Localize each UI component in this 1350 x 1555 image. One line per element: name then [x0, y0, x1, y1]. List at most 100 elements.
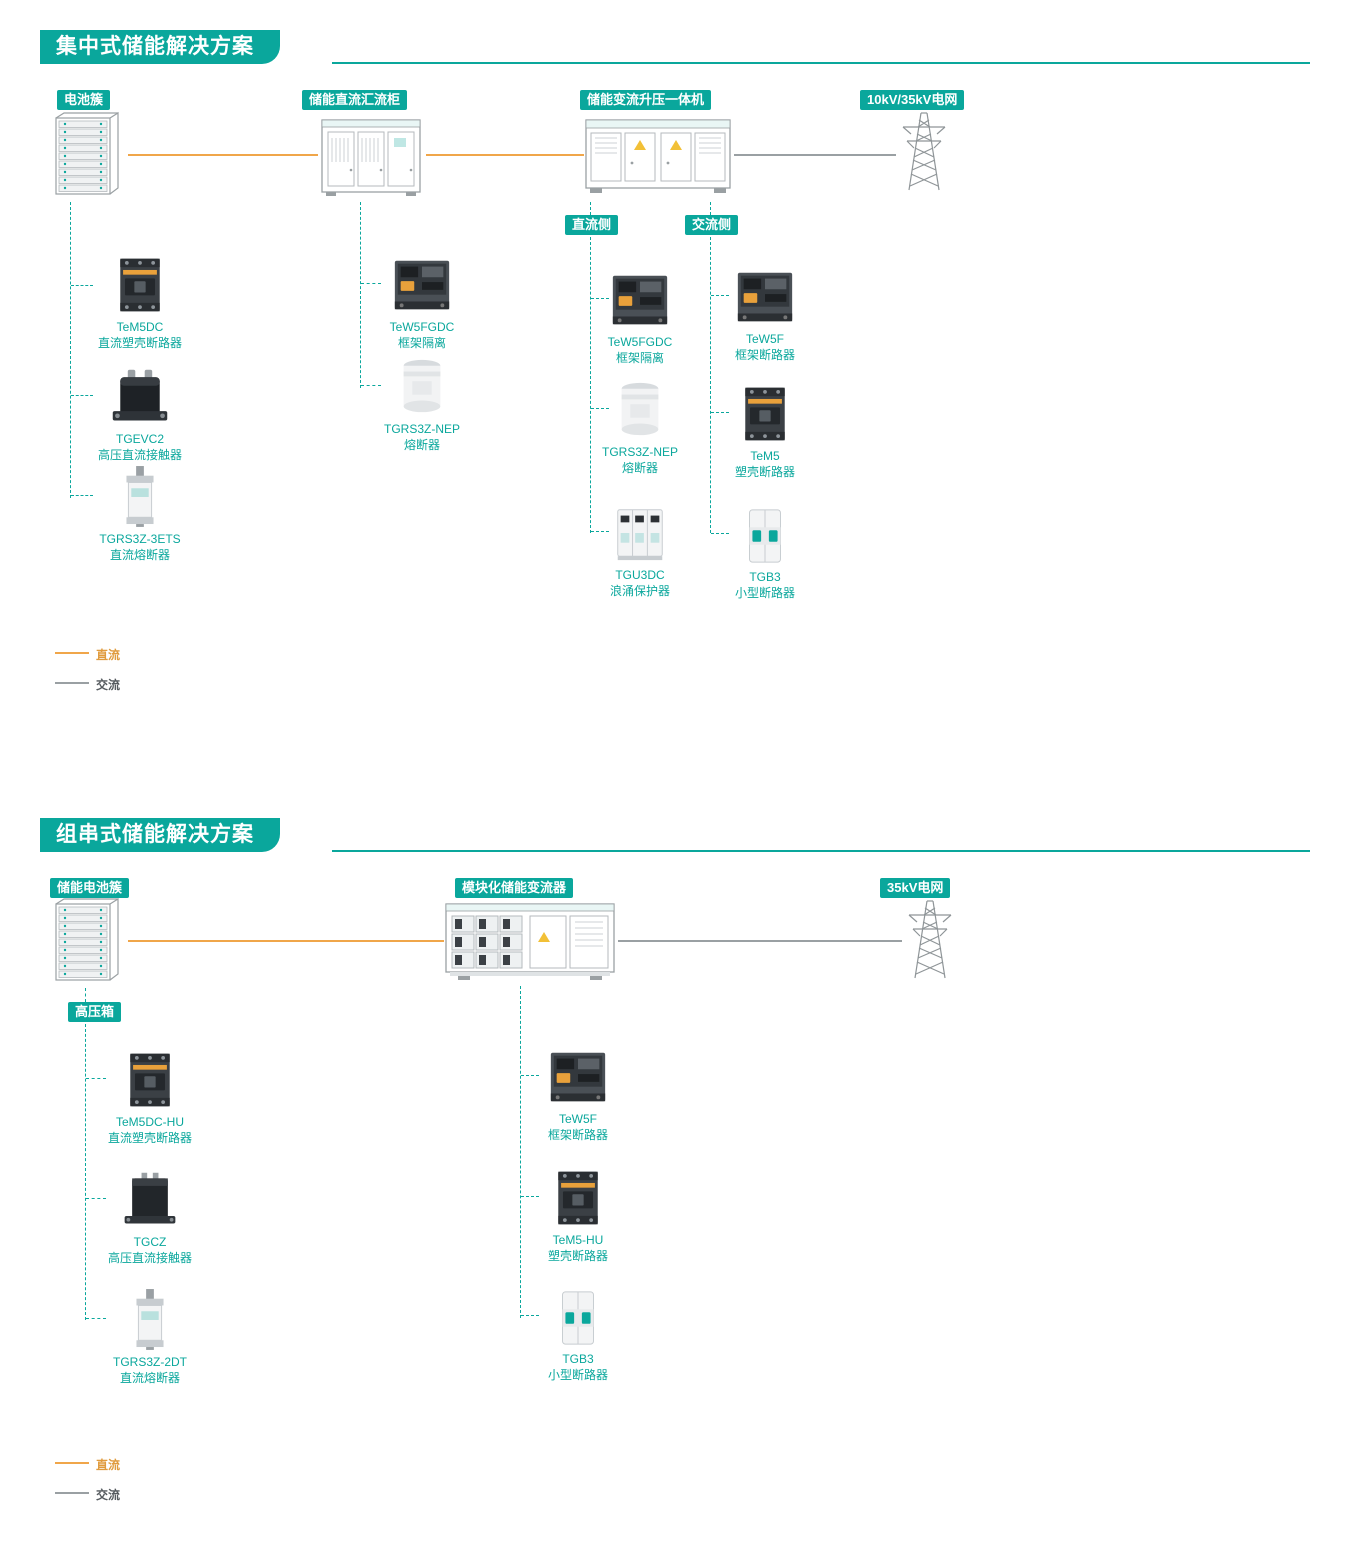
- product-desc: 高压直流接触器: [97, 447, 182, 462]
- product-desc: 小型断路器: [547, 1367, 608, 1382]
- legend-dc-label: 直流: [96, 648, 121, 662]
- dashed-connector: [711, 295, 729, 296]
- dashed-connector: [86, 1198, 106, 1199]
- dc-contactor-icon: [80, 362, 200, 428]
- dashed-connector: [86, 1078, 106, 1079]
- dc-connection-line: [128, 154, 318, 156]
- product-desc: 浪涌保护器: [609, 583, 670, 598]
- mcb-icon: [518, 1282, 638, 1348]
- dc-connection-line: [426, 154, 584, 156]
- product-name: TeM5-HU: [552, 1233, 604, 1247]
- section-title-banner-string: 组串式储能解决方案: [40, 818, 280, 852]
- acb-icon: [518, 1042, 638, 1108]
- product-tgcz: TGCZ 高压直流接触器: [90, 1165, 210, 1266]
- dashed-connector: [521, 1315, 539, 1316]
- dashed-connector: [591, 531, 609, 532]
- product-desc: 框架断路器: [547, 1127, 608, 1142]
- mcb-icon: [705, 500, 825, 566]
- mccb-icon: [90, 1045, 210, 1111]
- product-name: TGRS3Z-2DT: [112, 1355, 187, 1369]
- side-label-ac: 交流侧: [685, 215, 739, 235]
- dashed-connector: [71, 285, 93, 286]
- product-desc: 框架断路器: [734, 347, 795, 362]
- legend-dc-line: [55, 652, 89, 654]
- dashed-connector: [590, 202, 591, 215]
- product-name: TGEVC2: [115, 432, 164, 446]
- product-desc: 框架隔离: [615, 350, 664, 365]
- legend-ac-label: 交流: [96, 1488, 121, 1502]
- node-label-modular-converter: 模块化储能变流器: [455, 878, 574, 898]
- product-name: TGRS3Z-3ETS: [99, 532, 181, 546]
- product-tew5fgdc-dc-side: TeW5FGDC 框架隔离: [580, 265, 700, 366]
- acb-icon: [580, 265, 700, 331]
- banner-rule-line: [332, 850, 1310, 852]
- section-title-banner-centralized: 集中式储能解决方案: [40, 30, 280, 64]
- acb-icon: [362, 250, 482, 316]
- product-name: TGU3DC: [615, 568, 665, 582]
- dashed-connector: [590, 237, 591, 533]
- modular-converter-icon: [444, 898, 616, 989]
- product-name: TeW5F: [745, 332, 784, 346]
- ac-connection-line: [734, 154, 896, 156]
- product-tgevc2: TGEVC2 高压直流接触器: [80, 362, 200, 463]
- ac-connection-line: [618, 940, 902, 942]
- node-label-grid-10kv-35kv: 10kV/35kV电网: [860, 90, 965, 110]
- node-label-storage-battery-cluster: 储能电池簇: [50, 878, 130, 898]
- node-label-battery-cluster: 电池簇: [57, 90, 111, 110]
- product-desc: 直流塑壳断路器: [97, 335, 182, 350]
- product-tem5-hu: TeM5-HU 塑壳断路器: [518, 1163, 638, 1264]
- product-name: TGCZ: [133, 1235, 167, 1249]
- cylindrical-fuse-icon: [580, 375, 700, 441]
- product-name: TeW5FGDC: [607, 335, 673, 349]
- product-tem5: TeM5 塑壳断路器: [705, 379, 825, 480]
- product-desc: 塑壳断路器: [547, 1248, 608, 1263]
- dashed-connector: [360, 202, 361, 388]
- mccb-icon: [80, 250, 200, 316]
- cylindrical-fuse-icon: [362, 352, 482, 418]
- dashed-connector: [521, 1075, 539, 1076]
- product-tem5dc-hu: TeM5DC-HU 直流塑壳断路器: [90, 1045, 210, 1146]
- product-desc: 直流熔断器: [109, 547, 170, 562]
- dashed-connector: [711, 533, 729, 534]
- product-tgrs3z-3ets: TGRS3Z-3ETS 直流熔断器: [80, 462, 200, 563]
- dashed-connector: [361, 385, 381, 386]
- dashed-connector: [85, 988, 86, 1002]
- product-tgrs3z-nep-dc-side: TGRS3Z-NEP 熔断器: [580, 375, 700, 476]
- product-desc: 熔断器: [621, 460, 658, 475]
- dashed-connector: [521, 1196, 539, 1197]
- product-desc: 熔断器: [403, 437, 440, 452]
- product-name: TGB3: [749, 570, 781, 584]
- legend-ac-line: [55, 1492, 89, 1494]
- mccb-icon: [518, 1163, 638, 1229]
- legend-ac-line: [55, 682, 89, 684]
- blade-fuse-icon: [80, 462, 200, 528]
- product-tew5fgdc: TeW5FGDC 框架隔离: [362, 250, 482, 351]
- product-tgb3: TGB3 小型断路器: [705, 500, 825, 601]
- product-name: TGRS3Z-NEP: [383, 422, 460, 436]
- dashed-connector: [710, 202, 711, 215]
- dashed-connector: [71, 495, 93, 496]
- battery-rack-icon: [48, 110, 126, 205]
- dc-combiner-cabinet-icon: [318, 112, 424, 205]
- mccb-icon: [705, 379, 825, 445]
- dashed-connector: [710, 237, 711, 533]
- dashed-connector: [591, 408, 609, 409]
- product-name: TGB3: [562, 1352, 594, 1366]
- battery-rack-icon: [48, 896, 126, 991]
- product-name: TeM5: [750, 449, 780, 463]
- pcs-container-icon: [584, 108, 732, 205]
- hv-box-label: 高压箱: [68, 1002, 122, 1022]
- dc-contactor-icon: [90, 1165, 210, 1231]
- acb-icon: [705, 262, 825, 328]
- side-label-dc: 直流侧: [565, 215, 619, 235]
- banner-rule-line: [332, 62, 1310, 64]
- product-tgrs3z-nep: TGRS3Z-NEP 熔断器: [362, 352, 482, 453]
- dashed-connector: [85, 1024, 86, 1320]
- product-tgu3dc: TGU3DC 浪涌保护器: [580, 498, 700, 599]
- dc-connection-line: [128, 940, 444, 942]
- product-desc: 高压直流接触器: [107, 1250, 192, 1265]
- product-name: TGRS3Z-NEP: [601, 445, 678, 459]
- dashed-connector: [70, 202, 71, 498]
- product-tew5f: TeW5F 框架断路器: [705, 262, 825, 363]
- product-name: TeM5DC-HU: [115, 1115, 184, 1129]
